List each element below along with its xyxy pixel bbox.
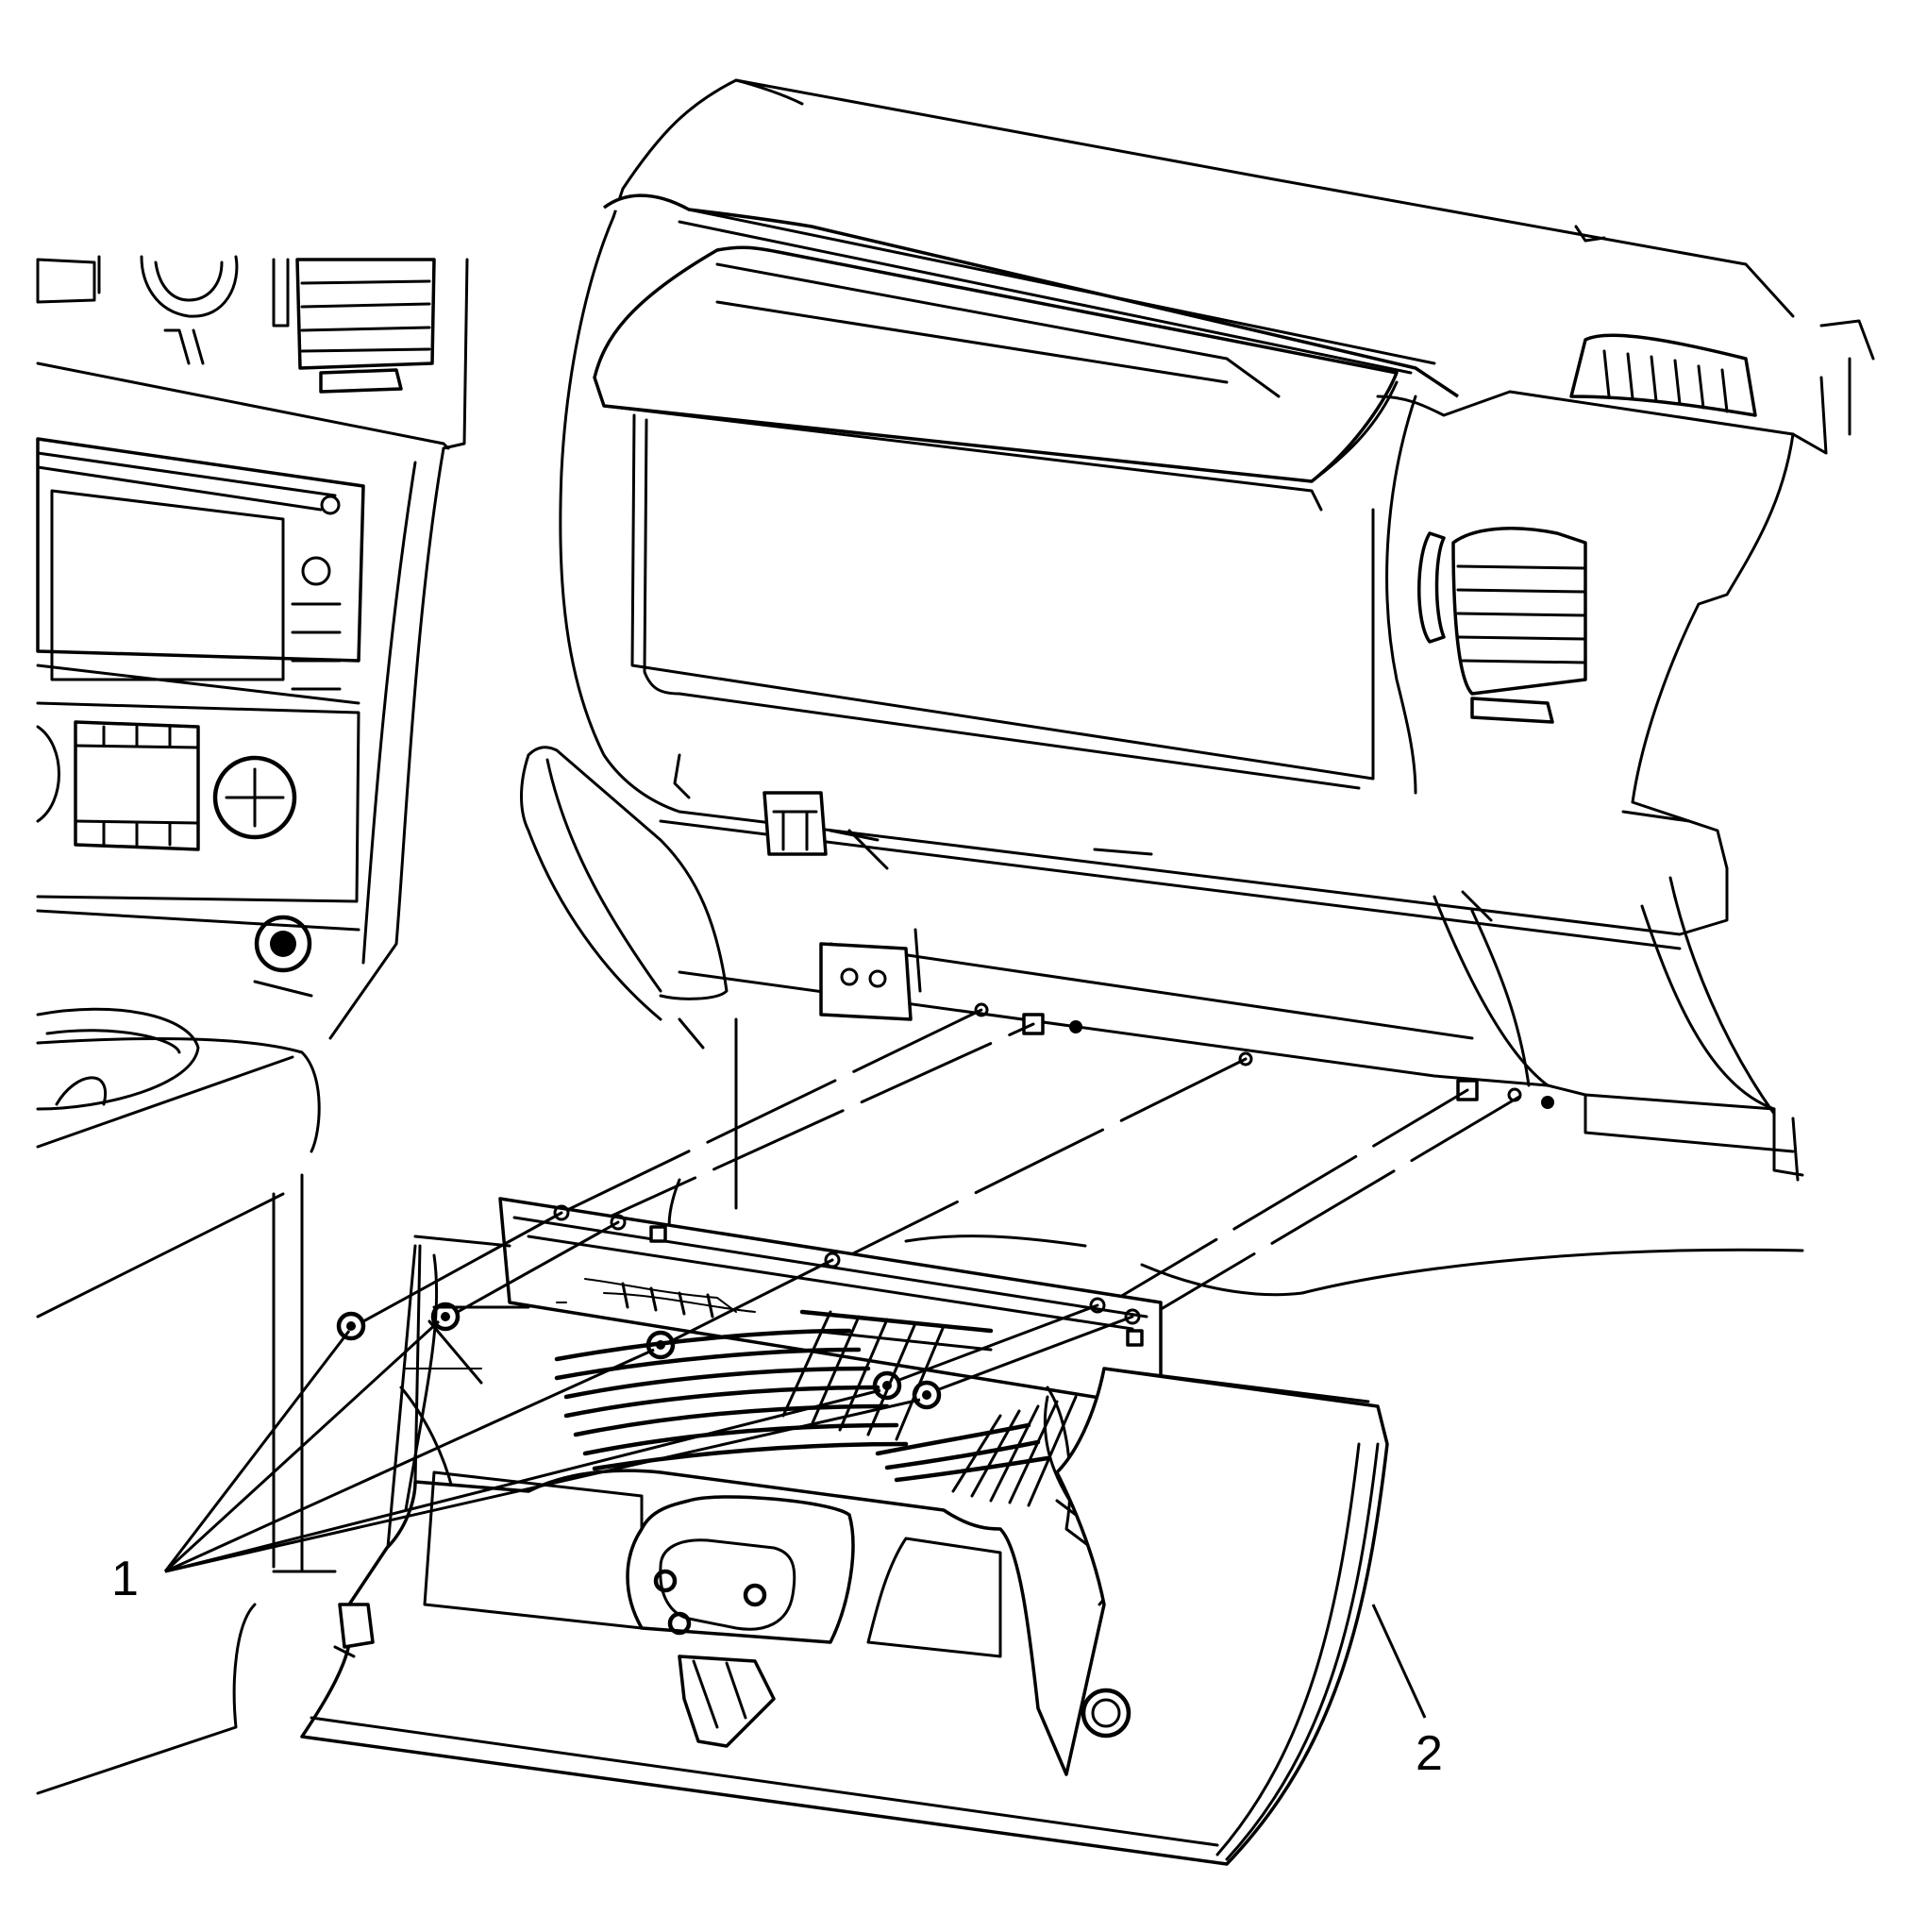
fastener-screw bbox=[430, 1302, 461, 1332]
callout-label-2: 2 bbox=[1416, 1726, 1443, 1781]
radio-unit bbox=[36, 437, 365, 705]
center-console bbox=[36, 255, 469, 1795]
power-outlet bbox=[253, 915, 313, 998]
fastener-alignment-lines bbox=[560, 1008, 1521, 1328]
fasteners bbox=[336, 1211, 1134, 1410]
instrument-panel bbox=[559, 78, 1875, 950]
glove-box-assembly bbox=[300, 1197, 1389, 1866]
callout-label-1: 1 bbox=[111, 1552, 139, 1606]
passenger-side-vent bbox=[1417, 527, 1587, 724]
glove-box-ribbing bbox=[399, 1278, 1078, 1507]
fastener-screw bbox=[872, 1370, 902, 1401]
callout-2: 2 bbox=[1371, 1604, 1443, 1781]
center-vent bbox=[295, 258, 436, 394]
door-bumper-stop bbox=[1081, 1688, 1131, 1739]
callout-1: 1 bbox=[111, 1319, 921, 1606]
climate-controls bbox=[36, 701, 360, 932]
fastener-screw bbox=[336, 1311, 366, 1341]
side-window-vent bbox=[1569, 333, 1757, 417]
fastener-screw bbox=[645, 1330, 676, 1360]
fastener-screw bbox=[912, 1380, 942, 1410]
glove-box-latch bbox=[626, 1495, 855, 1748]
glove-box-opening bbox=[520, 746, 1804, 1297]
